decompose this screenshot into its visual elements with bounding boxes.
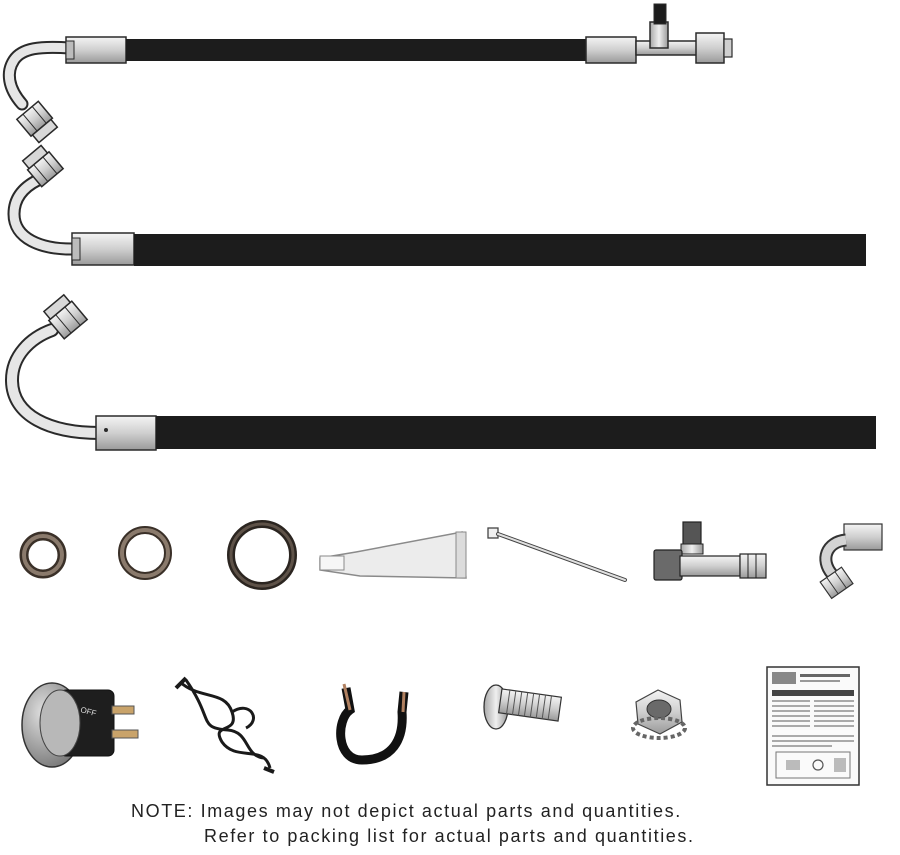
disclaimer-line-2: Refer to packing list for actual parts a… bbox=[204, 826, 695, 846]
small-oring-icon bbox=[19, 531, 67, 579]
wire-harness-icon bbox=[174, 676, 275, 774]
bolt-icon bbox=[483, 684, 563, 730]
hose-assembly-1-icon bbox=[2, 3, 733, 144]
disclaimer-line-1: NOTE: Images may not depict actual parts… bbox=[131, 801, 682, 821]
elbow-fitting-icon bbox=[819, 523, 883, 600]
lubricant-tube-icon bbox=[319, 531, 467, 579]
pressure-switch-icon: OFF bbox=[21, 682, 139, 768]
hose-assembly-2-icon bbox=[7, 144, 866, 266]
svg-text:OFF: OFF bbox=[79, 705, 97, 718]
instruction-sheet-icon bbox=[766, 666, 860, 786]
hose-assembly-3-icon bbox=[4, 293, 876, 451]
large-oring-icon bbox=[227, 520, 297, 590]
cable-tie-icon bbox=[487, 527, 627, 582]
service-port-fitting-icon bbox=[653, 521, 767, 581]
lock-nut-icon bbox=[631, 689, 687, 740]
medium-oring-icon bbox=[118, 526, 172, 580]
p-clamp-icon bbox=[336, 683, 409, 765]
